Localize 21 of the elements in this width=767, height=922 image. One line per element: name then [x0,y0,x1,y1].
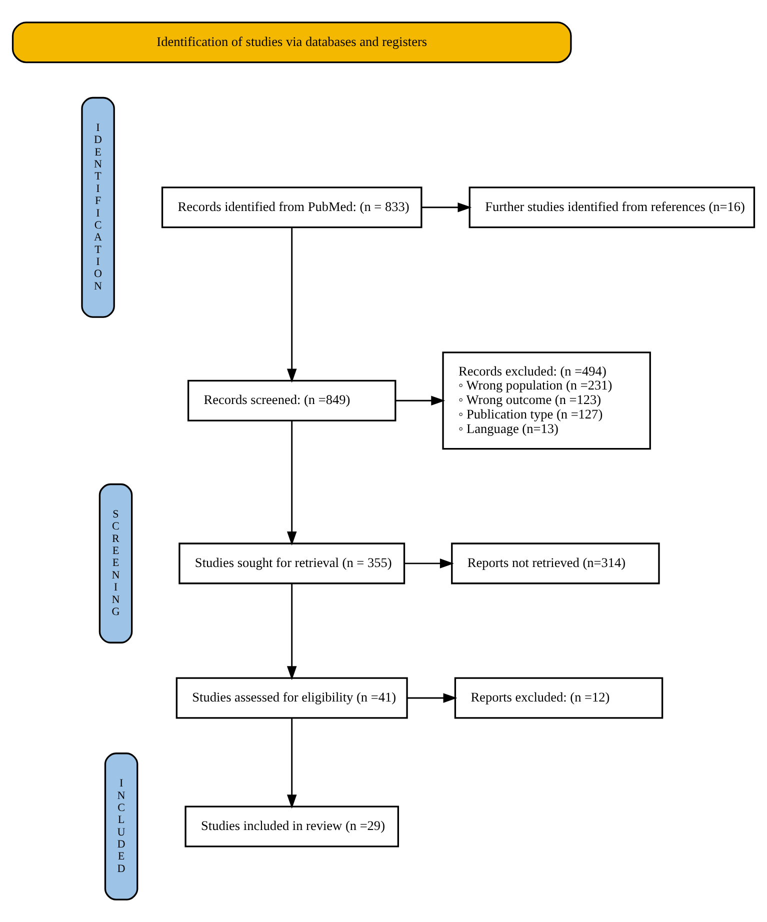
node-box: Further studies identified from references (n=16) [468,186,756,228]
arrow [404,558,454,568]
node-box: Studies sought for retrieval (n = 355) [178,542,406,584]
node-box: Studies assessed for eligibility (n =41) [176,677,408,719]
arrow [286,718,297,809]
node-box: Records identified from PubMed: (n = 833) [161,186,422,228]
arrow [286,228,297,383]
node-box: Identification of studies via databases and registers [12,22,572,64]
node-box: Records excluded: (n =494) ◦ Wrong population (n =231) ◦ Wrong outcome (n =123) ◦ Publication type (n =127) ◦ Language (n=13) [442,352,651,450]
arrow [286,420,297,546]
node-box: SCREENING [98,483,133,644]
node-box: Studies included in review (n =29) [184,806,399,848]
arrow [396,396,446,406]
node-box: Reports not retrieved (n=314) [451,542,660,584]
node-box: INCLUDED [104,752,138,900]
arrow [407,693,458,703]
arrow [286,584,297,680]
node-box: Records screened: (n =849) [187,380,396,422]
node-box: Reports excluded: (n =12) [454,677,664,719]
node-box: IDENTIFICATION [81,96,115,318]
arrow [422,202,472,212]
